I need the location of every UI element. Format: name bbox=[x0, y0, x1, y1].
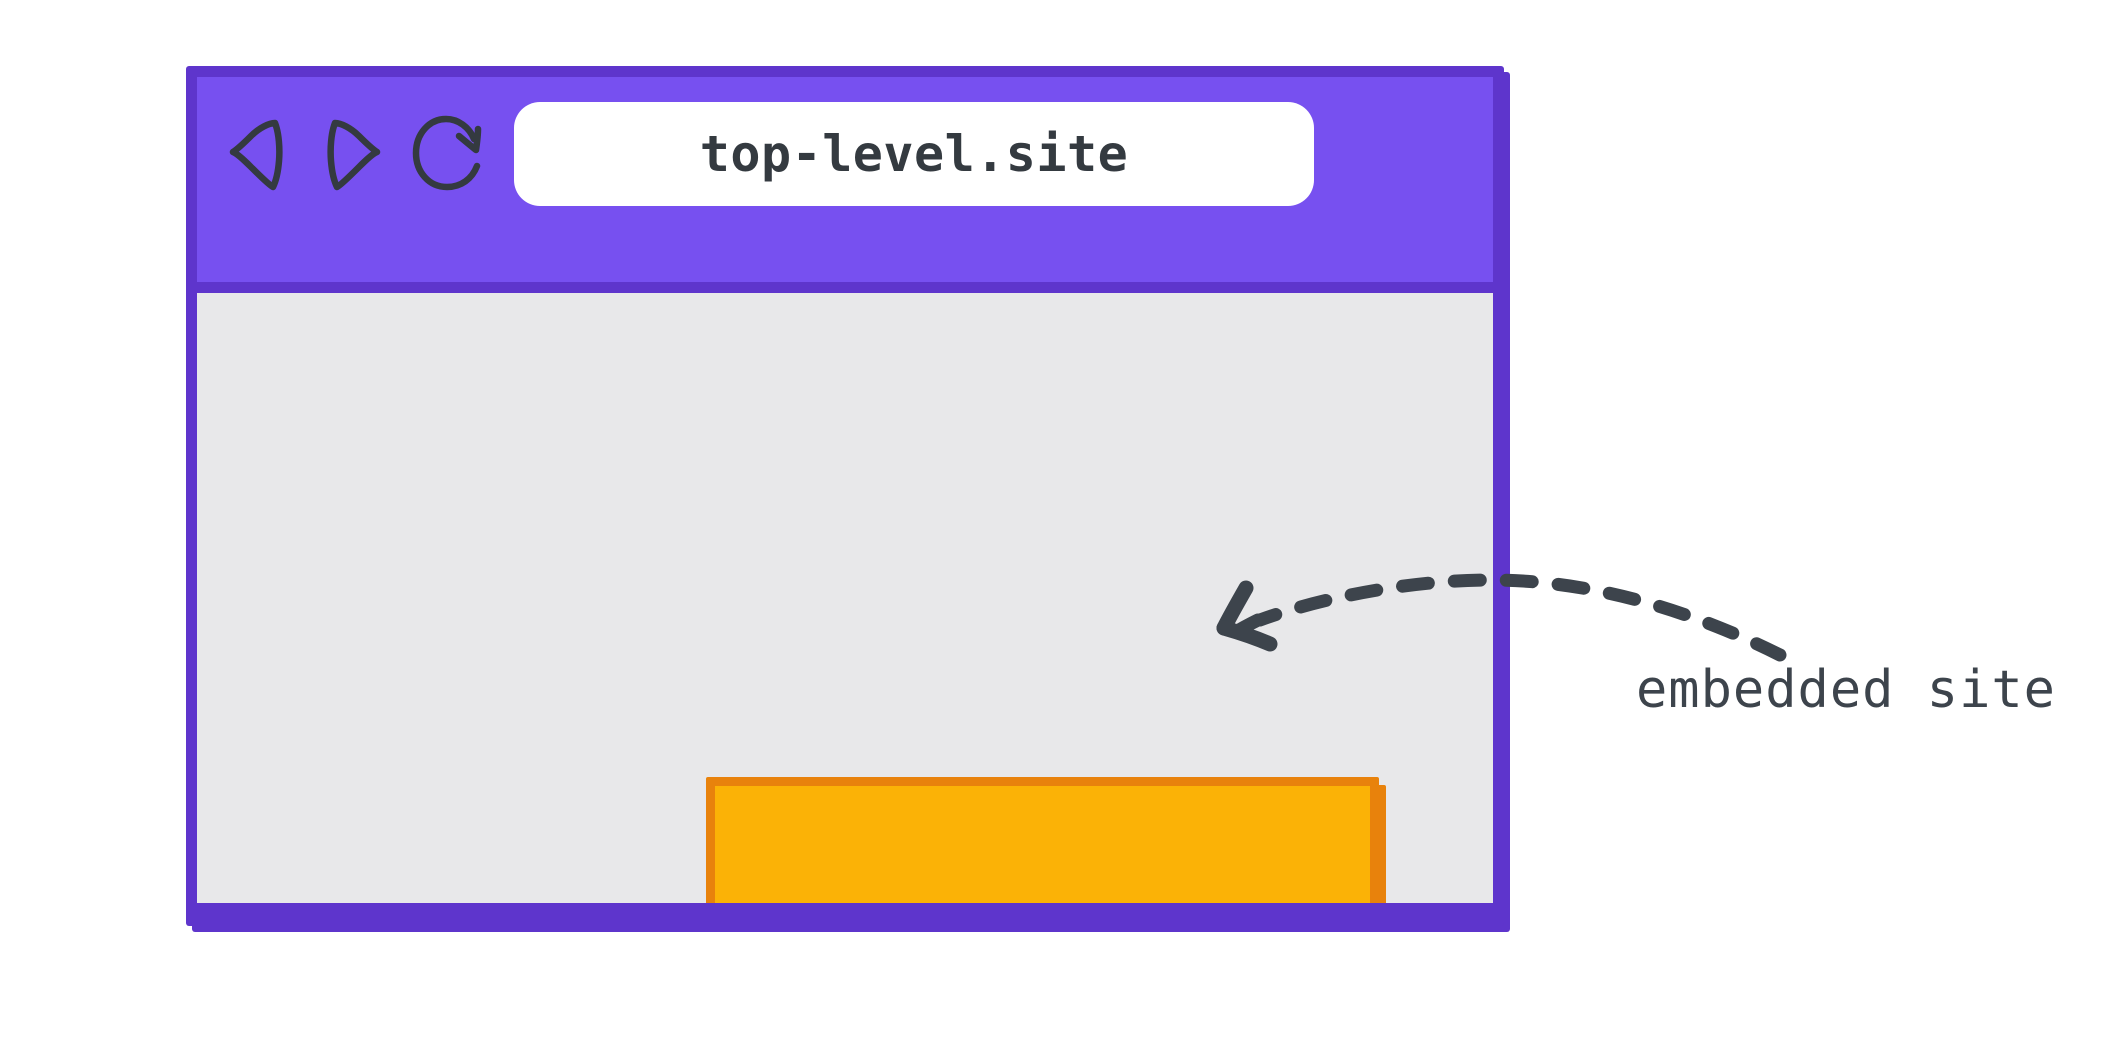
browser-window: top-level.site requestStorageAccess() bbox=[186, 66, 1510, 932]
browser-toolbar: top-level.site bbox=[197, 77, 1493, 282]
embedded-site-label: embedded site bbox=[1636, 660, 2056, 720]
toolbar-divider bbox=[197, 282, 1493, 293]
url-text: top-level.site bbox=[699, 125, 1129, 183]
reload-icon bbox=[412, 115, 482, 191]
page-content-area: requestStorageAccess() bbox=[197, 293, 1493, 903]
url-bar[interactable]: top-level.site bbox=[514, 102, 1314, 206]
forward-button[interactable] bbox=[305, 99, 401, 209]
forward-icon bbox=[327, 119, 381, 191]
back-button[interactable] bbox=[209, 99, 305, 209]
reload-button[interactable] bbox=[401, 99, 497, 209]
back-icon bbox=[229, 119, 283, 191]
embedded-iframe-surface: requestStorageAccess() bbox=[706, 777, 1379, 903]
embedded-iframe[interactable]: requestStorageAccess() bbox=[706, 777, 1386, 903]
navigation-controls bbox=[209, 99, 509, 209]
